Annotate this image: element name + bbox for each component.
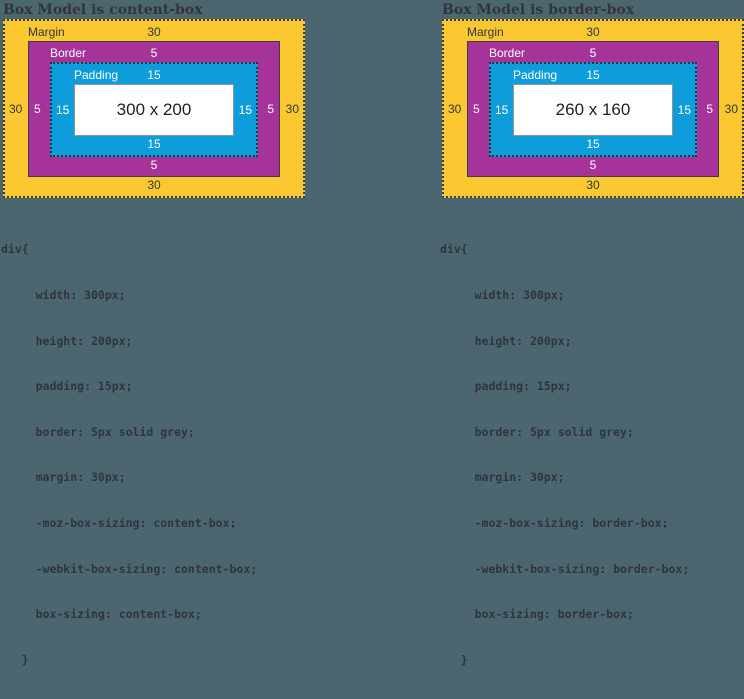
content-layer: 300 x 200 xyxy=(74,84,234,136)
margin-header: Margin 30 xyxy=(467,24,719,41)
border-label: Border xyxy=(50,46,87,60)
margin-header: Margin 30 xyxy=(28,24,280,41)
code-line: div{ xyxy=(440,242,468,257)
content-layer: 260 x 160 xyxy=(513,84,673,136)
padding-label: Padding xyxy=(513,68,558,82)
code-line: padding: 15px; xyxy=(1,379,133,394)
margin-right-value: 30 xyxy=(724,101,738,116)
code-line: -webkit-box-sizing: border-box; xyxy=(440,561,690,576)
code-block: div{ width: 300px; height: 200px; paddin… xyxy=(430,212,742,699)
code-line: -webkit-box-sizing: content-box; xyxy=(1,561,258,576)
code-line: box-sizing: border-box; xyxy=(440,607,634,622)
border-label: Border xyxy=(489,46,526,60)
code-line: } xyxy=(1,652,29,667)
box-model-illustration: Margin 30 30 30 Border 5 5 5 Padding xyxy=(442,19,744,198)
border-bottom-value: 5 xyxy=(589,158,597,172)
padding-right-value: 15 xyxy=(677,102,691,117)
code-line: margin: 30px; xyxy=(1,470,126,485)
panel-border-box: Box Model is border-box Margin 30 30 30 … xyxy=(430,0,744,667)
padding-layer: Padding 15 15 15 260 x 160 15 xyxy=(489,62,697,157)
code-line: } xyxy=(440,652,468,667)
margin-bottom-value: 30 xyxy=(147,178,161,192)
margin-label: Margin xyxy=(467,25,504,39)
panel-title: Box Model is content-box xyxy=(3,2,203,18)
border-right-value: 5 xyxy=(706,102,713,116)
padding-layer: Padding 15 15 15 300 x 200 15 xyxy=(50,62,258,157)
margin-label: Margin xyxy=(28,25,65,39)
code-line: height: 200px; xyxy=(440,333,572,348)
margin-top-value: 30 xyxy=(147,25,161,39)
padding-label: Padding xyxy=(74,68,119,82)
content-size-label: 300 x 200 xyxy=(116,100,192,119)
padding-top-value: 15 xyxy=(586,68,600,82)
margin-layer: Margin 30 30 30 Border 5 5 5 Padding xyxy=(3,19,305,198)
padding-header: Padding 15 xyxy=(74,67,234,84)
code-line: height: 200px; xyxy=(1,333,133,348)
border-top-value: 5 xyxy=(589,46,597,60)
padding-left-value: 15 xyxy=(495,102,509,117)
border-layer: Border 5 5 5 Padding 15 15 15 300 x 200 xyxy=(28,41,280,177)
code-line: border: 5px solid grey; xyxy=(440,424,634,439)
code-line: -moz-box-sizing: content-box; xyxy=(1,516,237,531)
border-bottom-value: 5 xyxy=(150,158,158,172)
border-left-value: 5 xyxy=(34,102,41,116)
box-model-diagram-page: Box Model is content-box Margin 30 30 30… xyxy=(0,0,744,667)
code-line: width: 300px; xyxy=(1,288,126,303)
code-line: padding: 15px; xyxy=(440,379,572,394)
border-layer: Border 5 5 5 Padding 15 15 15 260 x 160 xyxy=(467,41,719,177)
padding-bottom-value: 15 xyxy=(147,137,161,151)
border-header: Border 5 xyxy=(489,45,697,62)
code-line: margin: 30px; xyxy=(440,470,565,485)
code-line: box-sizing: content-box; xyxy=(1,607,202,622)
code-line: border: 5px solid grey; xyxy=(1,424,195,439)
margin-layer: Margin 30 30 30 Border 5 5 5 Padding xyxy=(442,19,744,198)
padding-left-value: 15 xyxy=(56,102,70,117)
border-right-value: 5 xyxy=(267,102,274,116)
panel-title: Box Model is border-box xyxy=(442,2,635,18)
code-line: width: 300px; xyxy=(440,288,565,303)
padding-bottom-value: 15 xyxy=(586,137,600,151)
code-line: div{ xyxy=(1,242,29,257)
panel-content-box: Box Model is content-box Margin 30 30 30… xyxy=(0,0,312,667)
box-model-illustration: Margin 30 30 30 Border 5 5 5 Padding xyxy=(3,19,305,198)
code-block: div{ width: 300px; height: 200px; paddin… xyxy=(0,212,312,699)
border-header: Border 5 xyxy=(50,45,258,62)
margin-left-value: 30 xyxy=(448,101,462,116)
padding-header: Padding 15 xyxy=(513,67,673,84)
border-left-value: 5 xyxy=(473,102,480,116)
margin-left-value: 30 xyxy=(9,101,23,116)
content-size-label: 260 x 160 xyxy=(555,100,631,119)
border-top-value: 5 xyxy=(150,46,158,60)
padding-top-value: 15 xyxy=(147,68,161,82)
padding-right-value: 15 xyxy=(238,102,252,117)
margin-right-value: 30 xyxy=(285,101,299,116)
margin-top-value: 30 xyxy=(586,25,600,39)
margin-bottom-value: 30 xyxy=(586,178,600,192)
code-line: -moz-box-sizing: border-box; xyxy=(440,516,669,531)
